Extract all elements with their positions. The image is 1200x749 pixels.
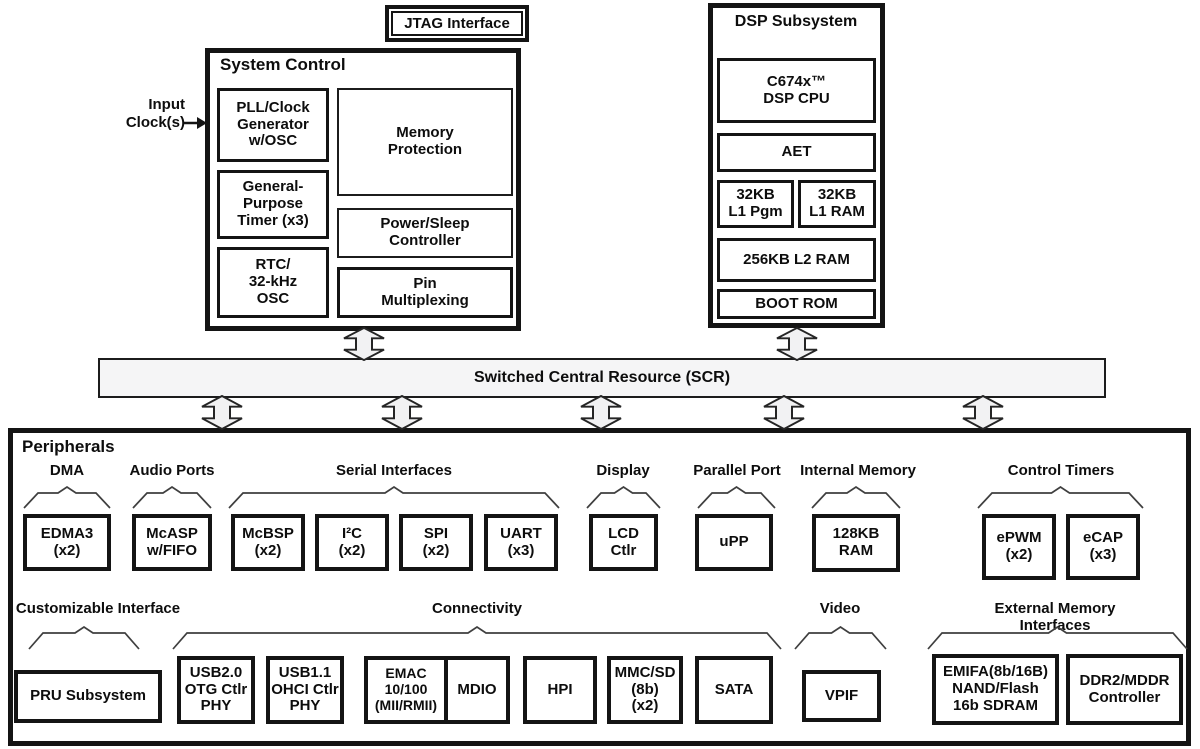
box-128kb-ram: 128KB RAM — [812, 514, 900, 572]
box-mmc-sd: MMC/SD (8b) (x2) — [607, 656, 683, 724]
group-label-serial-interfaces: Serial Interfaces — [336, 462, 452, 479]
jtag-interface-label: JTAG Interface — [391, 11, 523, 36]
box-ddr2-mddr: DDR2/MDDR Controller — [1066, 654, 1183, 725]
box-mcbsp: McBSP (x2) — [231, 514, 305, 571]
bidirectional-arrow-icon — [961, 395, 1005, 430]
jtag-interface-box: JTAG Interface — [385, 5, 529, 42]
box-usb20-otg: USB2.0 OTG Ctlr PHY — [177, 656, 255, 724]
brace-icon — [228, 486, 560, 509]
box-i2c: I²C (x2) — [315, 514, 389, 571]
input-clocks-label: Input Clock(s) — [125, 96, 185, 131]
box-boot-rom: BOOT ROM — [717, 289, 876, 319]
box-lcd-ctlr: LCD Ctlr — [589, 514, 658, 571]
group-label-video: Video — [819, 600, 861, 617]
box-uart: UART (x3) — [484, 514, 558, 571]
brace-icon — [927, 626, 1188, 650]
arrow-right-icon — [184, 117, 207, 129]
group-label-connectivity: Connectivity — [431, 600, 523, 617]
group-label-control-timers: Control Timers — [1007, 462, 1115, 479]
brace-icon — [132, 486, 212, 509]
box-gp-timer: General- Purpose Timer (x3) — [217, 170, 329, 239]
brace-icon — [977, 486, 1144, 509]
box-edma3: EDMA3 (x2) — [23, 514, 111, 571]
scr-label: Switched Central Resource (SCR) — [473, 369, 731, 386]
brace-icon — [28, 626, 140, 650]
group-label-dma: DMA — [49, 462, 85, 479]
box-power-sleep-controller: Power/Sleep Controller — [337, 208, 513, 258]
box-emifa: EMIFA(8b/16B) NAND/Flash 16b SDRAM — [932, 654, 1059, 725]
bidirectional-arrow-icon — [762, 395, 806, 430]
box-rtc-osc: RTC/ 32-kHz OSC — [217, 247, 329, 318]
bidirectional-arrow-icon — [200, 395, 244, 430]
box-mcasp: McASP w/FIFO — [132, 514, 212, 571]
group-label-parallel-port: Parallel Port — [693, 462, 781, 479]
brace-icon — [794, 626, 887, 650]
box-upp: uPP — [695, 514, 773, 571]
peripherals-title: Peripherals — [22, 437, 115, 456]
bidirectional-arrow-icon — [342, 327, 386, 361]
brace-icon — [586, 486, 661, 509]
box-pll-clock-generator: PLL/Clock Generator w/OSC — [217, 88, 329, 162]
system-control-title: System Control — [220, 55, 346, 74]
box-l2-ram: 256KB L2 RAM — [717, 238, 876, 282]
group-label-external-memory-interfaces: External Memory Interfaces — [994, 600, 1116, 635]
box-spi: SPI (x2) — [399, 514, 473, 571]
group-label-customizable-interface: Customizable Interface — [15, 600, 181, 617]
box-aet: AET — [717, 133, 876, 172]
brace-icon — [172, 626, 782, 650]
scr-bar: Switched Central Resource (SCR) — [98, 358, 1106, 398]
bidirectional-arrow-icon — [579, 395, 623, 430]
box-l1-pgm: 32KB L1 Pgm — [717, 180, 794, 228]
box-hpi: HPI — [523, 656, 597, 724]
box-mdio: MDIO — [444, 656, 510, 724]
box-l1-ram: 32KB L1 RAM — [798, 180, 876, 228]
brace-icon — [23, 486, 111, 509]
box-sata: SATA — [695, 656, 773, 724]
box-ecap: eCAP (x3) — [1066, 514, 1140, 580]
box-pin-multiplexing: Pin Multiplexing — [337, 267, 513, 318]
box-usb11-ohci: USB1.1 OHCI Ctlr PHY — [266, 656, 344, 724]
group-label-internal-memory: Internal Memory — [800, 462, 916, 479]
group-label-audio-ports: Audio Ports — [129, 462, 215, 479]
group-label-display: Display — [596, 462, 650, 479]
box-vpif: VPIF — [802, 670, 881, 722]
brace-icon — [697, 486, 776, 509]
box-memory-protection: Memory Protection — [337, 88, 513, 196]
box-epwm: ePWM (x2) — [982, 514, 1056, 580]
bidirectional-arrow-icon — [775, 327, 819, 361]
box-emac: EMAC 10/100 (MII/RMII) — [364, 656, 448, 724]
box-dsp-cpu: C674x™ DSP CPU — [717, 58, 876, 123]
bidirectional-arrow-icon — [380, 395, 424, 430]
dsp-subsystem-title: DSP Subsystem — [734, 13, 858, 30]
brace-icon — [811, 486, 901, 509]
box-pru-subsystem: PRU Subsystem — [14, 670, 162, 723]
